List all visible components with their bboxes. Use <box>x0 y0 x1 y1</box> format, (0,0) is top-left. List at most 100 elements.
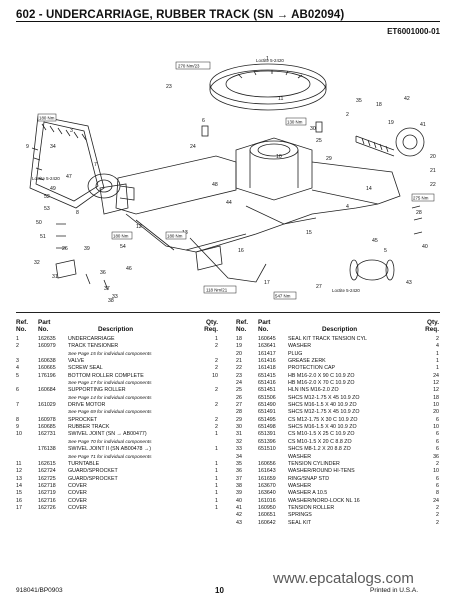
qty-cell: 10 <box>433 424 439 431</box>
description-cell: SEAL KIT <box>288 519 312 526</box>
description-cell: CS M10-1.5 X 20 C 8.8 ZO <box>288 438 352 445</box>
part-number-cell: 161016 <box>258 497 276 504</box>
part-number-cell: 163641 <box>258 343 276 350</box>
callout-label: 54 <box>120 244 126 250</box>
qty-cell: 6 <box>436 482 439 489</box>
qty-cell: 6 <box>436 438 439 445</box>
guard-plates-drawing <box>55 183 223 279</box>
description-cell: WASHER <box>288 453 312 460</box>
callout-label: 37 <box>104 286 110 292</box>
ref-cell: 1 <box>16 336 19 342</box>
description-cell: SHCS M12-1.75 X 45 10.9 ZO <box>288 409 360 416</box>
ref-cell: 32 <box>236 438 242 445</box>
part-number-cell: 160979 <box>38 343 56 350</box>
part-number-cell: 160642 <box>258 519 276 526</box>
table-note-row: See Page 17 for individual components <box>16 380 218 387</box>
part-number-cell: 160685 <box>38 424 56 431</box>
part-number-cell: 162726 <box>38 504 56 511</box>
callout-label: 17 <box>264 280 270 286</box>
part-number-cell: 651416 <box>258 380 276 387</box>
ref-cell: 23 <box>236 372 242 379</box>
description-cell: HB M16-2.0 X 70 C 10.9 ZO <box>288 380 355 387</box>
torque-label: 275 Nm <box>413 196 429 201</box>
callout-label: 47 <box>66 174 72 180</box>
description-cell: COVER <box>68 497 87 504</box>
ref-cell: 40 <box>236 497 242 504</box>
ref-cell: 30 <box>236 424 242 431</box>
callout-label: 28 <box>416 210 422 216</box>
ref-cell <box>16 395 38 402</box>
table-note-row: See Page 15 for individual components <box>16 351 218 358</box>
qty-cell: 12 <box>433 380 439 387</box>
exploded-parts-diagram: 1 2 3 4 5 6 7 8 9 10 11 12 13 14 15 16 1… <box>26 56 436 304</box>
ref-cell: 14 <box>16 482 22 489</box>
ref-cell: 3 <box>16 358 19 365</box>
torque-label: 180 Nm <box>39 116 55 121</box>
qty-cell: 2 <box>436 336 439 342</box>
callout-label: 26 <box>62 246 68 252</box>
torque-label: 180 Nm <box>167 234 183 239</box>
torque-box <box>37 113 57 122</box>
ref-cell: 33 <box>236 446 242 453</box>
part-cell <box>38 395 68 402</box>
carrier-frame-drawing <box>115 155 401 283</box>
callout-label: 21 <box>430 168 436 174</box>
description-cell: SCREW SEAL <box>68 365 103 372</box>
note-cell: See Page 71 for individual components <box>68 454 152 460</box>
ref-cell: 2 <box>16 343 19 350</box>
table-note-row: See Page 71 for individual components <box>16 454 218 461</box>
callout-label: 36 <box>100 270 106 276</box>
qty-cell: 2 <box>215 416 218 423</box>
ref-cell: 6 <box>16 387 19 394</box>
callout-label: 9 <box>26 144 29 150</box>
part-number-cell: 161029 <box>38 402 56 409</box>
column-header-description: Description <box>322 326 358 333</box>
ref-cell: 37 <box>236 475 242 482</box>
description-cell: TRACK TENSIONER <box>68 343 119 350</box>
part-number-cell: 651396 <box>258 438 276 445</box>
description-cell: SWIVEL JOINT (SN → AB00477) <box>68 431 147 438</box>
callout-label: 4 <box>346 204 349 210</box>
callout-label: 49 <box>50 186 56 192</box>
callout-label: 31 <box>52 274 58 280</box>
part-number-cell: 160638 <box>38 358 56 365</box>
callout-label: 38 <box>108 298 114 304</box>
callout-label: 23 <box>166 84 172 90</box>
part-number-cell: 162725 <box>38 475 56 482</box>
ref-cell: 38 <box>236 482 242 489</box>
ref-cell: 21 <box>236 358 242 365</box>
description-cell: COVER <box>68 490 87 497</box>
loctite-label: Loctite 5-2420 <box>332 288 360 293</box>
ref-cell: 35 <box>236 460 242 467</box>
part-number-cell: 161659 <box>258 475 276 482</box>
column-header-description: Description <box>98 326 134 333</box>
qty-cell: 2 <box>215 402 218 409</box>
callout-label: 1 <box>266 56 269 62</box>
qty-cell: 1 <box>436 358 439 365</box>
callout-label: 3 <box>70 128 73 134</box>
ref-cell: 20 <box>236 350 242 357</box>
part-number-cell: 160651 <box>258 512 276 519</box>
qty-cell: 1 <box>215 336 218 342</box>
description-cell: SHCS M16-1.5 X 40 10.9 ZO <box>288 402 357 409</box>
callout-label: 6 <box>202 118 205 124</box>
ref-cell: 5 <box>16 372 19 379</box>
